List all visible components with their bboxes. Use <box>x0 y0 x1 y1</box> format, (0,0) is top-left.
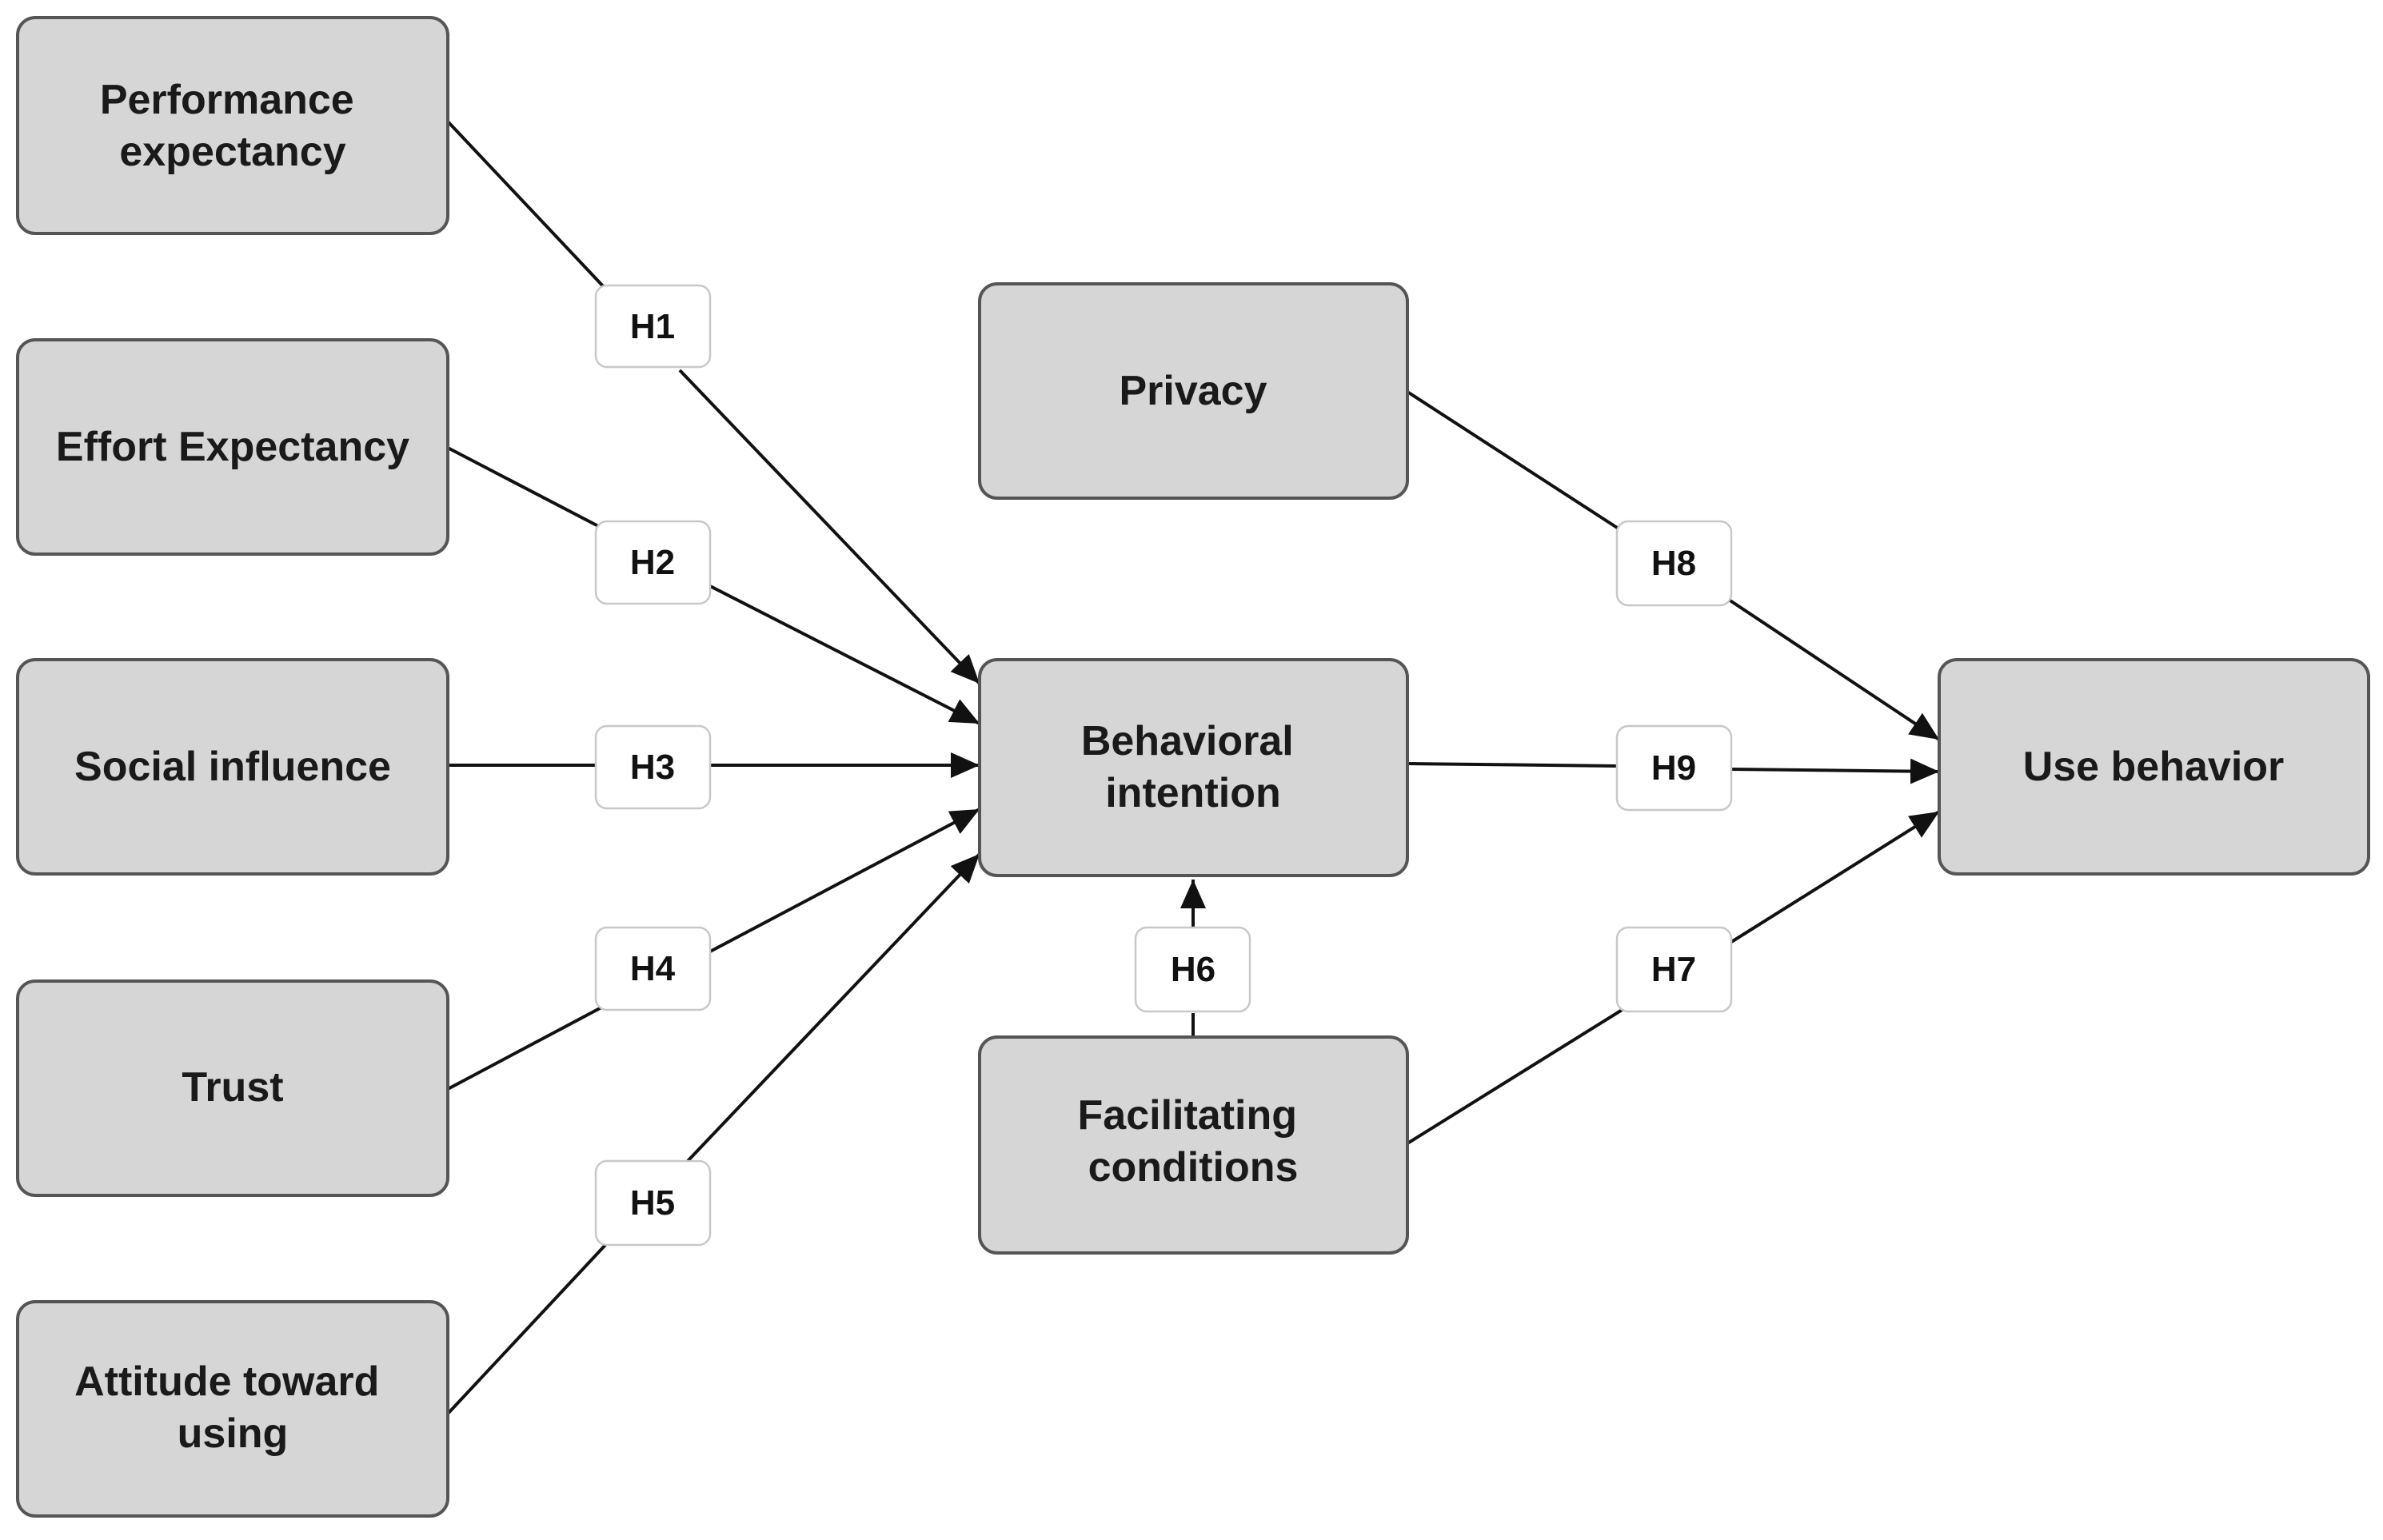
nodes: Performance expectancy Effort Expectancy… <box>16 16 2370 1518</box>
node-performance-expectancy-line1: Performance <box>100 77 354 123</box>
node-social-influence: Social influence <box>16 658 449 876</box>
node-behavioral-intention-line2: intention <box>1105 770 1281 816</box>
label-h6-text: H6 <box>1171 950 1215 989</box>
node-attitude-toward-using: Attitude toward using <box>16 1300 449 1518</box>
node-attitude-toward-using-line1: Attitude toward <box>74 1358 379 1405</box>
label-h1: H1 <box>594 284 712 369</box>
node-privacy-label: Privacy <box>1119 368 1267 414</box>
label-h2-text: H2 <box>630 543 675 582</box>
label-h8: H8 <box>1615 520 1733 607</box>
node-facilitating-conditions: Facilitating conditions <box>978 1035 1409 1255</box>
label-h1-text: H1 <box>630 307 675 346</box>
node-privacy: Privacy <box>978 282 1409 500</box>
label-h2: H2 <box>594 520 712 605</box>
label-h9-text: H9 <box>1651 748 1696 788</box>
hypothesis-labels: H1 H2 H3 H4 H5 H6 H7 H8 <box>594 284 1733 1247</box>
edge-h8 <box>1406 390 1939 740</box>
label-h7: H7 <box>1615 926 1733 1013</box>
edge-h4 <box>447 809 980 1091</box>
edge-h7 <box>1406 812 1939 1145</box>
edge-h5 <box>446 854 980 1415</box>
node-trust-label: Trust <box>182 1064 283 1111</box>
node-behavioral-intention: Behavioral intention <box>978 658 1409 877</box>
node-performance-expectancy: Performance expectancy <box>16 16 449 235</box>
label-h4: H4 <box>594 926 712 1011</box>
edge-h1 <box>446 120 980 684</box>
svg-text:Behavioral intention: Behavioral intention <box>1081 718 1305 816</box>
node-trust: Trust <box>16 979 449 1197</box>
node-use-behavior-label: Use behavior <box>2023 744 2285 790</box>
label-h9: H9 <box>1615 724 1733 812</box>
node-facilitating-conditions-line2: conditions <box>1088 1144 1299 1191</box>
node-effort-expectancy-label: Effort Expectancy <box>56 424 409 470</box>
label-h8-text: H8 <box>1651 544 1696 583</box>
svg-text:Performance expectancy: Performance expectancy <box>100 77 365 175</box>
label-h4-text: H4 <box>630 949 676 988</box>
label-h7-text: H7 <box>1651 950 1696 989</box>
node-attitude-toward-using-line2: using <box>178 1410 289 1457</box>
node-social-influence-label: Social influence <box>74 744 391 790</box>
edges <box>446 120 1939 1415</box>
node-effort-expectancy: Effort Expectancy <box>16 338 449 556</box>
svg-text:Facilitating condition: Facilitating conditions <box>1078 1092 1309 1191</box>
label-h3-text: H3 <box>630 748 675 787</box>
edge-h9 <box>1407 764 1939 772</box>
node-facilitating-conditions-line1: Facilitating <box>1078 1092 1297 1139</box>
label-h6: H6 <box>1134 926 1251 1013</box>
edge-h2 <box>447 446 980 724</box>
label-h3: H3 <box>594 724 712 810</box>
svg-text:Attitude toward using: Attitude toward using <box>74 1358 391 1457</box>
node-performance-expectancy-line2: expectancy <box>119 129 345 175</box>
node-behavioral-intention-line1: Behavioral <box>1081 718 1294 764</box>
node-use-behavior: Use behavior <box>1938 658 2370 876</box>
label-h5: H5 <box>594 1159 712 1247</box>
label-h5-text: H5 <box>630 1183 675 1223</box>
